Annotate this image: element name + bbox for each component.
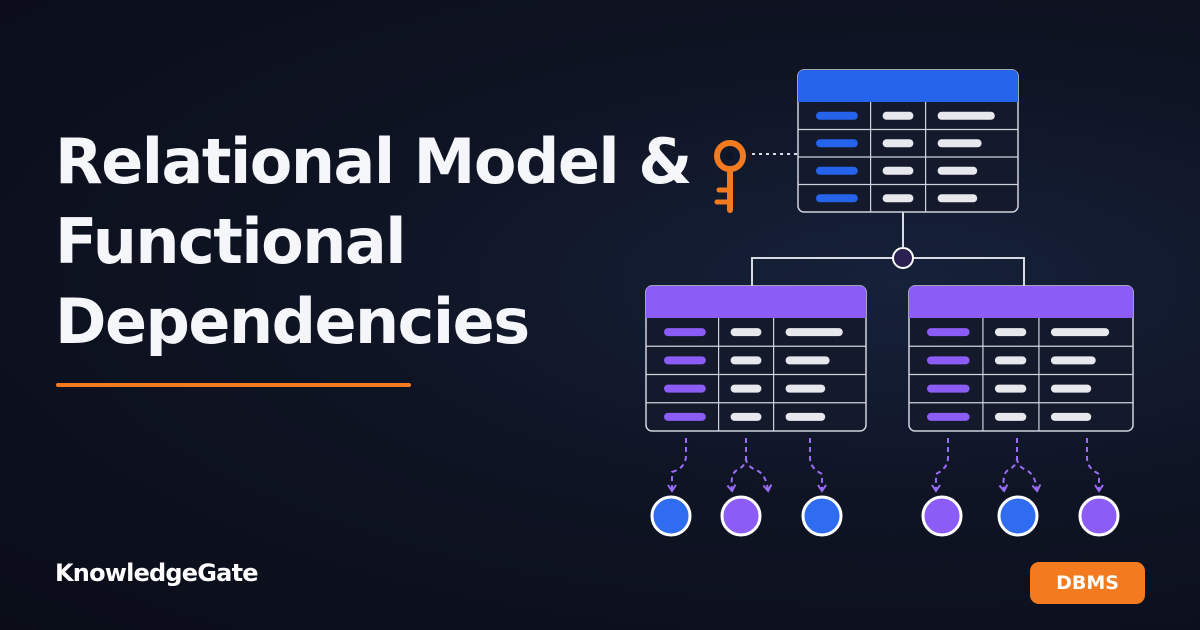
top-table bbox=[797, 69, 1019, 213]
left-table-header bbox=[646, 286, 866, 318]
top-table-row bbox=[816, 166, 978, 175]
left-table-row bbox=[664, 328, 843, 337]
attribute-node-blue bbox=[801, 495, 843, 537]
attribute-node-blue bbox=[650, 495, 692, 537]
headline: Relational Model & Functional Dependenci… bbox=[55, 122, 692, 362]
attribute-node-blue bbox=[997, 495, 1039, 537]
dependency-arrow bbox=[667, 438, 687, 493]
left-table-row bbox=[664, 384, 826, 393]
right-table bbox=[908, 285, 1134, 432]
left-table-row bbox=[664, 356, 830, 365]
right-table-row bbox=[927, 328, 1110, 337]
headline-line-2: Functional bbox=[55, 205, 407, 278]
dependency-arrow bbox=[745, 457, 773, 493]
left-table bbox=[645, 285, 867, 432]
left-table-row bbox=[664, 412, 826, 421]
right-table-row bbox=[927, 384, 1092, 393]
attribute-node-purple bbox=[921, 495, 963, 537]
top-table-row bbox=[816, 194, 978, 203]
attribute-node-purple bbox=[1078, 495, 1120, 537]
dependency-arrow bbox=[726, 438, 747, 493]
dependency-arrow bbox=[809, 438, 827, 493]
right-table-row bbox=[927, 412, 1092, 421]
right-table-header bbox=[909, 286, 1133, 318]
dependency-arrow bbox=[931, 438, 949, 493]
top-table-header bbox=[798, 70, 1018, 102]
headline-line-1: Relational Model & bbox=[55, 125, 692, 198]
dependency-arrow bbox=[998, 438, 1018, 493]
headline-line-3: Dependencies bbox=[55, 285, 530, 358]
junction-node bbox=[892, 247, 914, 269]
attribute-node-purple bbox=[720, 495, 762, 537]
dependency-arrow bbox=[1016, 457, 1042, 493]
dbms-badge: DBMS bbox=[1030, 562, 1145, 604]
key-icon bbox=[714, 140, 746, 213]
right-table-row bbox=[927, 356, 1096, 365]
brand-logo: KnowledgeGate bbox=[55, 559, 259, 587]
table-connectors bbox=[751, 212, 1025, 286]
top-table-row bbox=[816, 111, 995, 120]
top-table-row bbox=[816, 139, 982, 148]
dependency-arrow bbox=[1086, 438, 1104, 493]
headline-underline bbox=[56, 383, 411, 387]
